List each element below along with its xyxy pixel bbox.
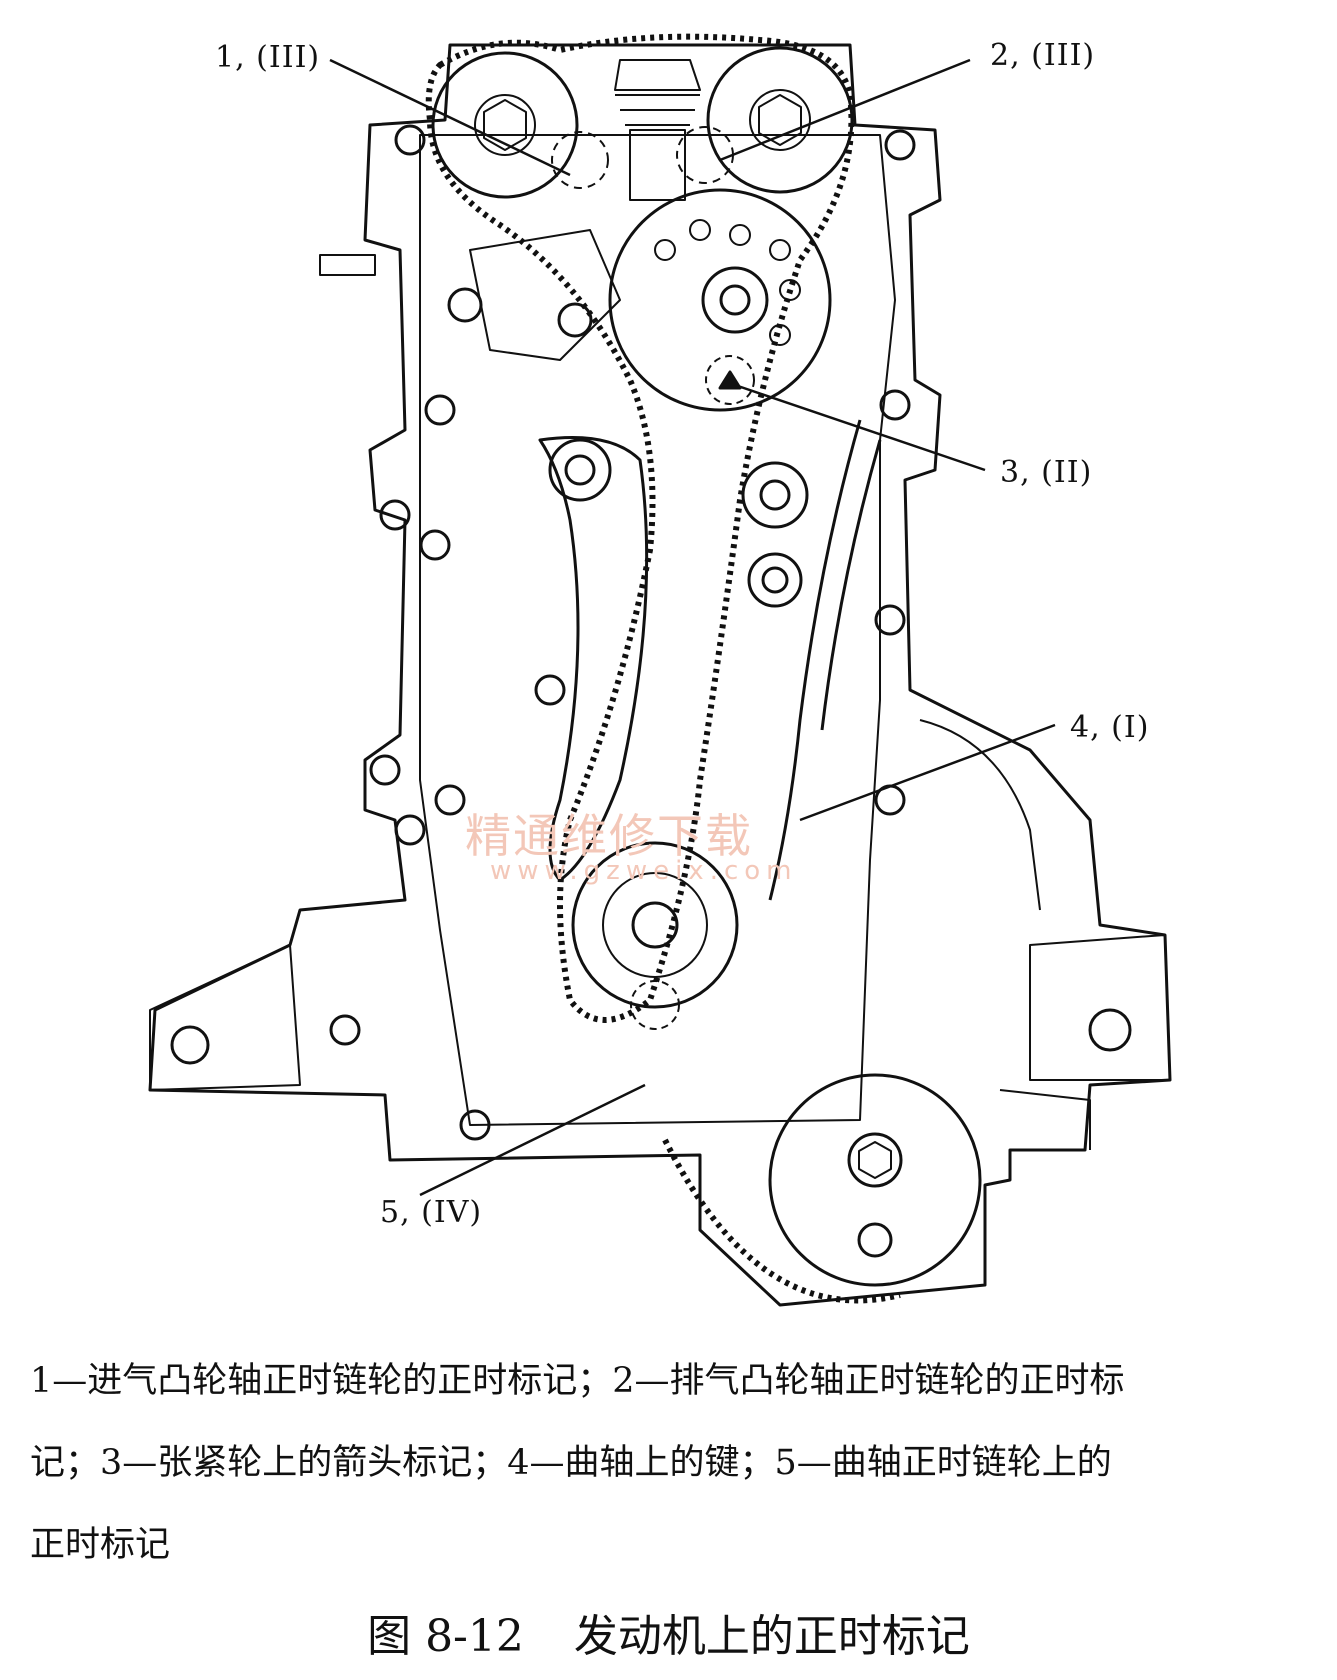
- timing-cover-inner: [419, 134, 896, 1126]
- caption-line: 正时标记: [30, 1525, 171, 1565]
- figure-number: 图 8-12: [367, 1611, 524, 1662]
- tensioner-housing: [469, 229, 621, 361]
- timing-chain-upper: [425, 33, 855, 1023]
- oil-pan-right: [999, 1089, 1091, 1150]
- oil-pump-sprocket: [768, 1073, 982, 1287]
- chain-guide-right: [768, 419, 862, 901]
- callout-3: 3, (II): [1000, 455, 1093, 490]
- figure-title: 图 8-12 发动机上的正时标记: [0, 1600, 1337, 1664]
- callout-1: 1, (III): [215, 40, 321, 75]
- figure-title-text: 发动机上的正时标记: [573, 1611, 970, 1662]
- crank-sprocket: [571, 841, 739, 1009]
- leader-line-1: [329, 58, 571, 177]
- engine-block-outline: [148, 43, 1172, 1307]
- idler-sprocket: [608, 188, 832, 412]
- callout-4: 4, (I): [1070, 710, 1150, 745]
- watermark: 精通维修下载: [465, 809, 753, 863]
- leader-line-3: [734, 383, 986, 472]
- leader-line-5: [419, 1083, 646, 1197]
- caption-line: 记；3—张紧轮上的箭头标记；4—曲轴上的键；5—曲轴正时链轮上的: [30, 1443, 1112, 1483]
- callout-5: 5, (IV): [380, 1195, 483, 1230]
- caption-line: 1—进气凸轮轴正时链轮的正时标记；2—排气凸轮轴正时链轮的正时标: [30, 1361, 1125, 1401]
- watermark-url: www.gzweix.com: [490, 856, 798, 886]
- mount-right: [1029, 934, 1171, 1081]
- callout-2: 2, (III): [990, 38, 1096, 73]
- exhaust-cam-sprocket: [706, 46, 854, 194]
- chain-tensioner-arm: [538, 436, 649, 882]
- mount-left: [149, 944, 301, 1091]
- intake-cam-sprocket: [431, 51, 579, 199]
- figure-caption: 1—进气凸轮轴正时链轮的正时标记；2—排气凸轮轴正时链轮的正时标 记；3—张紧轮…: [30, 1340, 1310, 1586]
- engine-timing-diagram: [148, 33, 1172, 1307]
- leader-line-2: [719, 58, 971, 162]
- leader-line-4: [799, 723, 1056, 822]
